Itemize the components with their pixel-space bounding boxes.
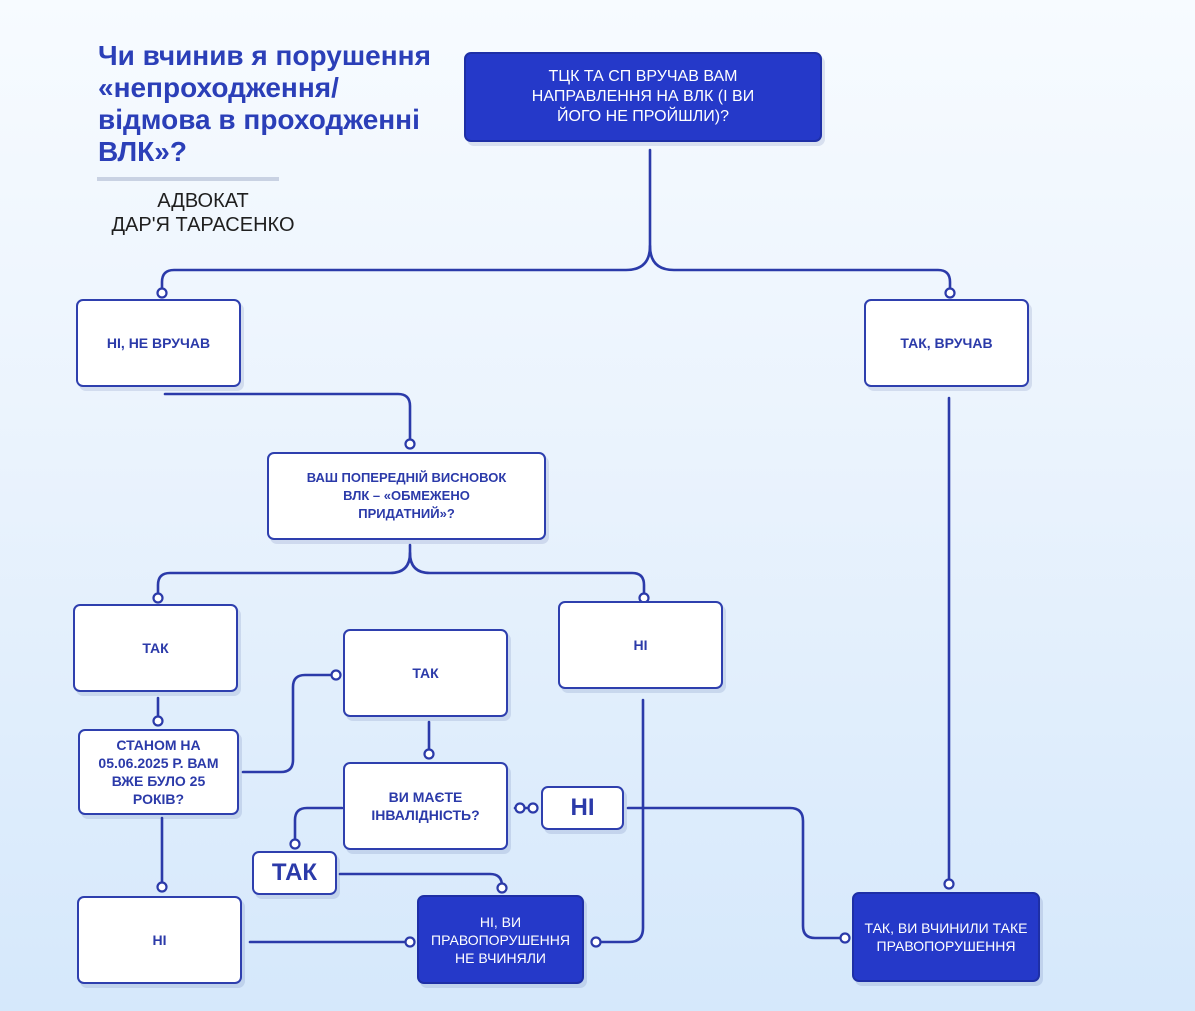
answer-no-not-served-box: НІ, НЕ ВРУЧАВ	[76, 299, 241, 387]
answer-yes-disability-box: ТАК	[252, 851, 337, 895]
author-block: АДВОКАТ ДАР'Я ТАРАСЕНКО	[98, 189, 308, 237]
question-age-box: СТАНОМ НА 05.06.2025 Р. ВАМ ВЖЕ БУЛО 25 …	[78, 729, 239, 815]
title-line-3: відмова в проходженні	[98, 104, 420, 135]
answer-no-limited-box: НІ	[558, 601, 723, 689]
result-committed-box: ТАК, ВИ ВЧИНИЛИ ТАКЕ ПРАВОПОРУШЕННЯ	[852, 892, 1040, 982]
answer-no-disability-box: НІ	[541, 786, 624, 830]
question-served-box: ТЦК ТА СП ВРУЧАВ ВАМ НАПРАВЛЕННЯ НА ВЛК …	[464, 52, 822, 142]
title-line-1: Чи вчинив я порушення	[98, 40, 431, 71]
title-line-4: ВЛК»?	[98, 136, 187, 167]
connector-top-split	[160, 148, 652, 295]
page-title: Чи вчинив я порушення «непроходження/ ві…	[98, 40, 458, 168]
author-role: АДВОКАТ	[157, 190, 249, 212]
title-line-2: «непроходження/	[98, 72, 339, 103]
connector-no-served-to-prev	[163, 392, 412, 446]
question-prev-conclusion-box: ВАШ ПОПЕРЕДНІЙ ВИСНОВОК ВЛК – «ОБМЕЖЕНО …	[267, 452, 546, 540]
connector-age-to-yes	[241, 673, 338, 774]
answer-yes-age-box: ТАК	[343, 629, 508, 717]
title-divider	[97, 177, 279, 181]
result-not-committed-box: НІ, ВИ ПРАВОПОРУШЕННЯ НЕ ВЧИНЯЛИ	[417, 895, 584, 984]
connector-yes-disability-to-result	[338, 872, 504, 890]
question-disability-box: ВИ МАЄТЕ ІНВАЛІДНІСТЬ?	[343, 762, 508, 850]
connector-prev-split	[156, 543, 412, 600]
connector-prev-right	[408, 551, 646, 600]
connector-no-limited-to-result	[594, 698, 645, 944]
connector-no-disability-to-result	[626, 806, 847, 940]
connector-disability-to-yes	[293, 806, 344, 846]
answer-yes-limited-box: ТАК	[73, 604, 238, 692]
author-name: ДАР'Я ТАРАСЕНКО	[111, 214, 295, 236]
answer-no-age-box: НІ	[77, 896, 242, 984]
connector-top-right	[648, 244, 952, 295]
answer-yes-served-box: ТАК, ВРУЧАВ	[864, 299, 1029, 387]
